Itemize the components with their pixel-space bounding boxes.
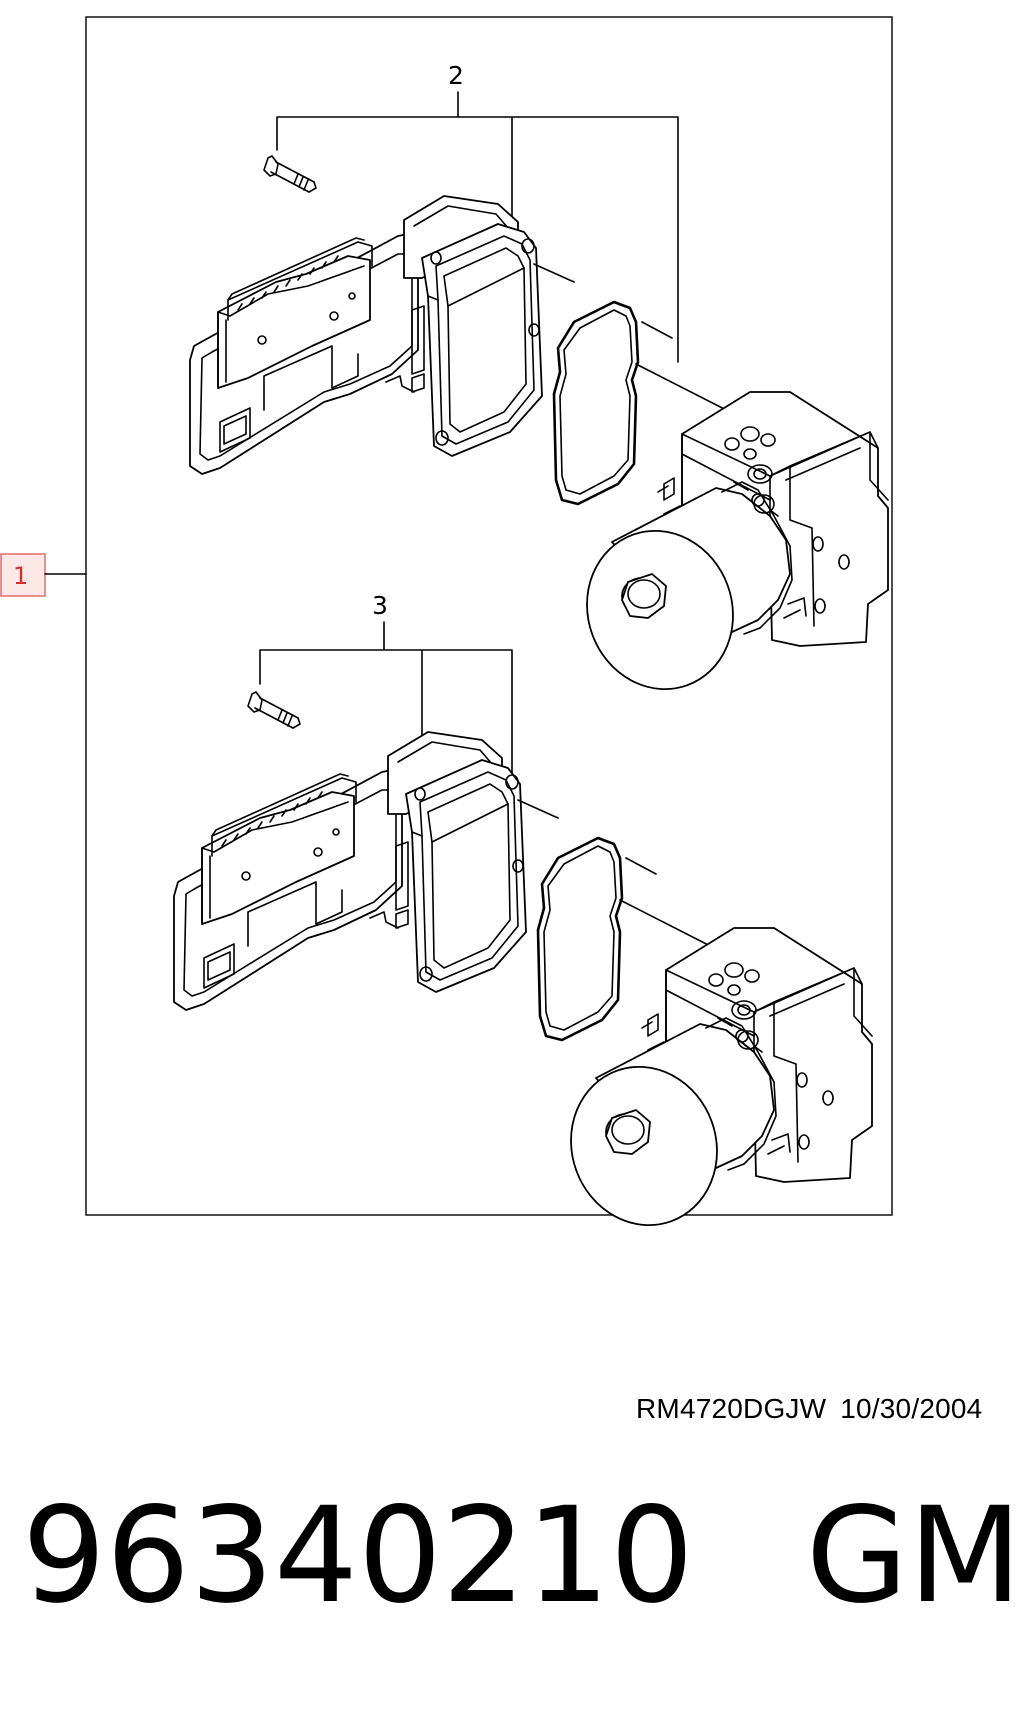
callout-2: 2 <box>276 61 679 363</box>
drawing-reference: RM4720DGJW 10/30/2004 <box>636 1393 982 1425</box>
part-number: 96340210 <box>22 1479 694 1633</box>
reference-date: 10/30/2004 <box>840 1393 983 1424</box>
abs-assembly-lower <box>172 690 874 1248</box>
callout-3-leader <box>259 621 513 821</box>
diagram-frame <box>85 16 893 1216</box>
reference-code: RM4720DGJW <box>636 1393 827 1424</box>
callout-1-highlight-box <box>0 553 46 597</box>
callout-3-label: 3 <box>372 591 388 620</box>
callout-2-label: 2 <box>448 61 464 90</box>
abs-assembly-upper <box>188 154 890 712</box>
brand-name: GM <box>805 1479 1023 1633</box>
callout-2-leader <box>276 91 679 363</box>
callout-1-label: 1 <box>13 562 28 590</box>
callout-3: 3 <box>259 591 513 821</box>
callout-1[interactable]: 1 <box>0 553 46 597</box>
